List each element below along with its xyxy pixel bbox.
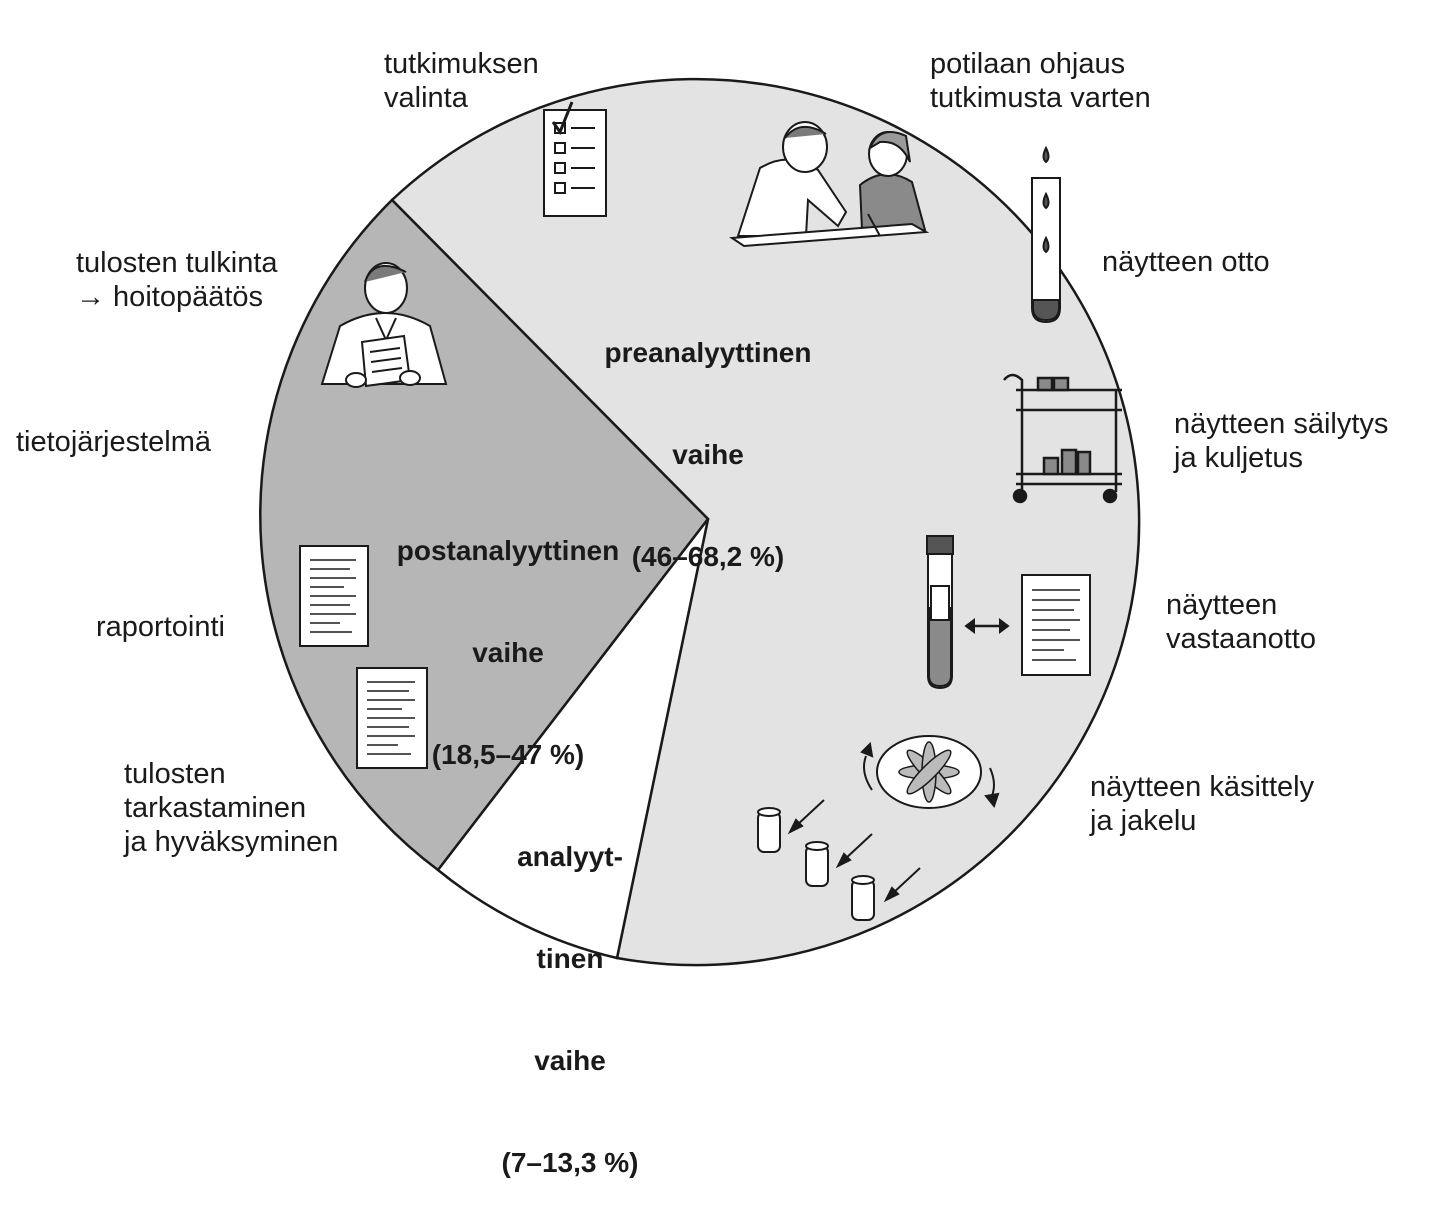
lab-process-pie-diagram xyxy=(259,77,1141,967)
phase-label-postanalytical: postanalyyttinen vaihe (18,5–47 %) xyxy=(396,535,620,770)
sector-analytical xyxy=(436,518,710,960)
label-raportointi: raportointi xyxy=(96,611,225,643)
test-tube-drops-icon xyxy=(1031,145,1061,324)
label-tulosten-tarkastaminen: tulosten tarkastaminen ja hyväksyminen xyxy=(124,758,339,858)
label-naytteen-sailytys: näytteen säilytys ja kuljetus xyxy=(1174,408,1389,474)
doctor-reading-icon xyxy=(320,262,448,388)
doctor-patient-icon xyxy=(729,121,930,248)
label-naytteen-otto: näytteen otto xyxy=(1102,246,1270,278)
label-potilaan-ohjaus: potilaan ohjaus tutkimusta varten xyxy=(930,48,1151,114)
label-tutkimuksen-valinta: tutkimuksen valinta xyxy=(384,48,539,114)
centrifuge-cups-icon xyxy=(757,735,1000,921)
checklist-icon xyxy=(543,101,607,217)
phase-label-preanalytical: preanalyyttinen vaihe (46–68,2 %) xyxy=(604,337,812,572)
phase-label-analytical: analyyt- tinen vaihe (7–13,3 %) xyxy=(501,841,639,1178)
label-tulosten-tulkinta: tulosten tulkinta → hoitopäätös xyxy=(76,247,278,313)
label-naytteen-kasittely: näytteen käsittely ja jakelu xyxy=(1090,771,1315,837)
label-tietojarjestelma: tietojärjestelmä xyxy=(16,426,212,458)
tube-document-icon xyxy=(926,535,1091,690)
cart-icon xyxy=(1003,373,1122,504)
report-document-icon xyxy=(299,545,428,769)
label-naytteen-vastaanotto: näytteen vastaanotto xyxy=(1166,589,1316,655)
